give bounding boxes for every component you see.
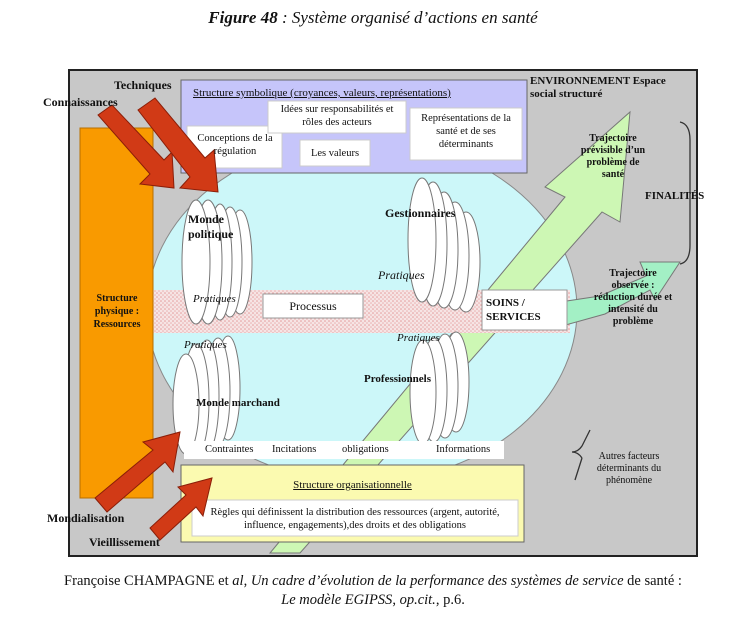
figure-title-text: Système organisé d’actions en santé — [291, 8, 538, 27]
gestionnaires-shapes — [407, 177, 481, 313]
trajectory-observed-arrow — [559, 261, 681, 327]
symbolic-values: Les valeurs — [310, 148, 360, 159]
caption-etal: al — [232, 573, 244, 589]
physical-structure-bar — [79, 127, 154, 499]
arrow-mondialisation — [94, 431, 181, 513]
caption-opcit: op.cit. — [399, 592, 436, 608]
caption-work: Un cadre d’évolution de la performance d… — [250, 573, 628, 589]
finalites-label: FINALITÉS — [645, 190, 705, 202]
arrow-connaissances — [97, 104, 175, 189]
symbolic-regulation: Conceptions de la régulation — [197, 133, 273, 157]
lever-informations: Informations — [436, 444, 491, 455]
input-mondialisation: Mondialisation — [47, 511, 125, 525]
symbolic-representations: Représentations de la santé et de ses dé… — [421, 113, 511, 150]
actor-monde-marchand: Monde marchand — [196, 397, 280, 409]
input-vieillissement: Vieillissement — [89, 535, 160, 549]
pratiques-gestionnaires: Pratiques — [378, 268, 425, 282]
pratiques-politique: Pratiques — [193, 293, 236, 305]
actor-monde-politique: Monde politique — [188, 212, 234, 241]
monde-politique-shapes — [181, 199, 253, 325]
soins-box — [481, 289, 568, 331]
caption-sep2: , — [392, 592, 400, 608]
figure-title: Figure 48 : Système organisé d’actions e… — [208, 8, 538, 27]
soins-label: SOINS / SERVICES — [486, 297, 541, 323]
input-techniques: Techniques — [114, 78, 172, 92]
pratiques-professionnels: Pratiques — [397, 332, 440, 344]
lever-contraintes: Contraintes — [205, 444, 254, 455]
figure-number: Figure 48 — [208, 8, 278, 27]
organizational-rules: Règles qui définissent la distribution d… — [210, 507, 500, 531]
trajectory-observed-label: Trajectoire observée : réduction durée e… — [593, 268, 673, 327]
physical-structure-label: Structure physique : Ressources — [93, 293, 141, 330]
pratiques-marchand: Pratiques — [184, 339, 227, 351]
symbolic-title: Structure symbolique (croyances, valeurs… — [193, 87, 451, 99]
monde-marchand-shapes — [172, 335, 241, 457]
caption-sep: , — [243, 573, 251, 589]
arrow-vieillissement — [149, 477, 213, 541]
environment-label: ENVIRONNEMENT Espace social structuré — [530, 75, 666, 100]
lever-obligations: obligations — [342, 444, 389, 455]
trajectory-expected-label: Trajectoire prévisible d’un problème de … — [580, 133, 646, 180]
autres-brace — [571, 429, 591, 481]
caption-work-plain: de santé : — [627, 573, 682, 589]
arrow-techniques — [137, 97, 219, 193]
caption-author: Françoise CHAMPAGNE et — [64, 573, 233, 589]
input-connaissances: Connaissances — [43, 95, 118, 109]
caption-model: Le modèle EGIPSS — [281, 592, 393, 608]
autres-facteurs-label: Autres facteurs déterminants du phénomèn… — [596, 451, 662, 486]
processus-label: Processus — [289, 299, 337, 313]
symbolic-ideas: Idées sur responsabilités et rôles des a… — [280, 104, 394, 128]
finalites-brace — [679, 121, 691, 265]
processus-box — [262, 293, 364, 319]
caption-page: , p.6. — [435, 592, 465, 608]
actor-gestionnaires: Gestionnaires — [385, 206, 456, 220]
lever-incitations: Incitations — [272, 444, 317, 455]
input-arrows — [94, 97, 219, 541]
professionnels-shapes — [409, 331, 470, 445]
organizational-title: Structure organisationnelle — [293, 479, 412, 491]
figure-caption: Françoise CHAMPAGNE et al, Un cadre d’év… — [0, 572, 746, 610]
actor-professionnels: Professionnels — [364, 373, 432, 385]
